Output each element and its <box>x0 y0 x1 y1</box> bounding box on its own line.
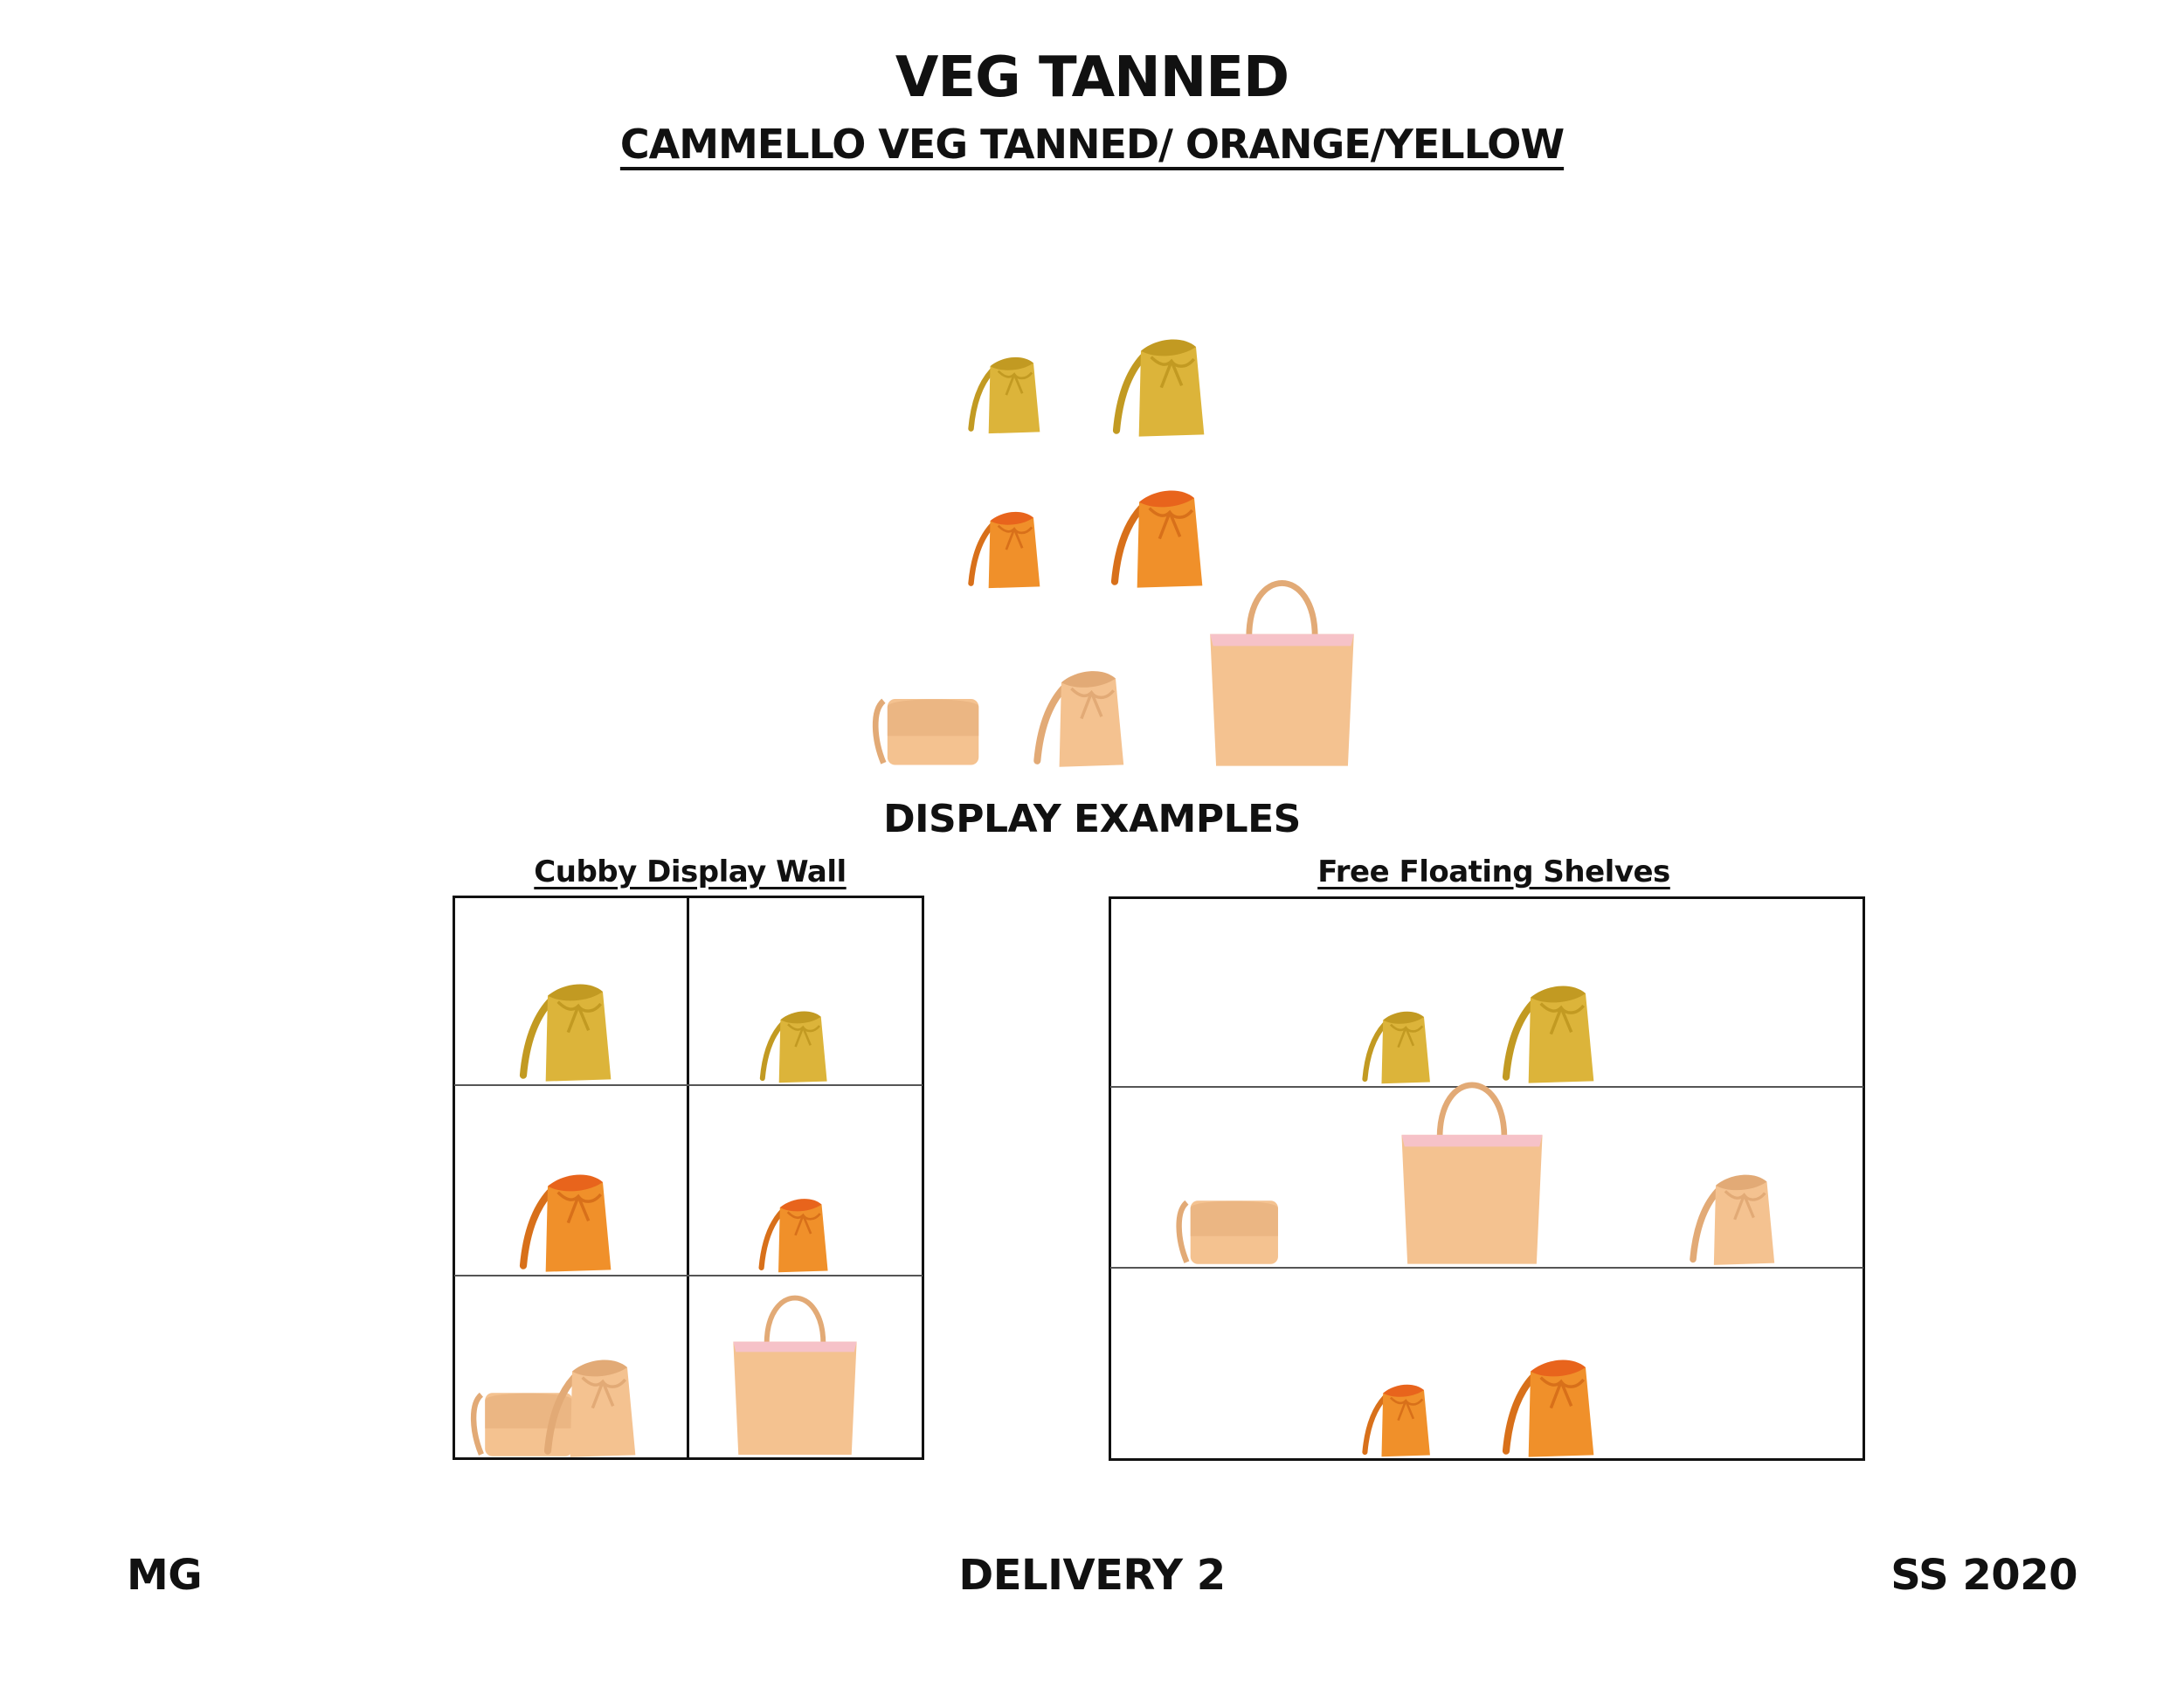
footer-delivery: DELIVERY 2 <box>958 1551 1226 1600</box>
page-title: VEG TANNED <box>895 45 1289 110</box>
shelves-label: Free Floating Shelves <box>1317 854 1670 889</box>
shelf-line-2 <box>1110 1267 1863 1269</box>
cubby-divider-row1 <box>454 1084 923 1086</box>
cubby-label: Cubby Display Wall <box>534 854 847 889</box>
display-examples-title: DISPLAY EXAMPLES <box>883 797 1301 841</box>
floating-shelves <box>1109 896 1865 1461</box>
cubby-divider-vertical <box>687 896 689 1459</box>
product-lineup <box>0 0 2184 786</box>
footer-season: SS 2020 <box>1890 1551 2077 1600</box>
cubby-divider-row2 <box>454 1275 923 1276</box>
footer-brand: MG <box>127 1551 203 1600</box>
shelf-line-1 <box>1110 1086 1863 1088</box>
page-subtitle: CAMMELLO VEG TANNED/ ORANGE/YELLOW <box>619 121 1565 168</box>
